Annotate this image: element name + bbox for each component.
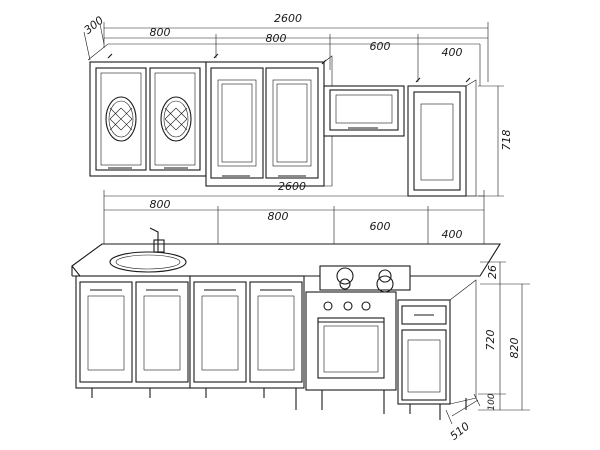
upper-door-4 (265, 67, 319, 179)
dim-overall-height: 820 (508, 338, 521, 359)
lower-cabinet-4 (397, 299, 451, 405)
lower-door-4 (249, 281, 303, 383)
dim-upper-depth: 300 (82, 14, 107, 37)
upper-door-3 (210, 67, 264, 179)
upper-cabinet-4 (407, 85, 467, 197)
dim-upper-seg-4: 400 (442, 46, 463, 59)
dim-upper-seg-2: 800 (266, 32, 287, 45)
upper-cabinet-2 (205, 61, 325, 187)
dim-upper-total: 2600 (274, 12, 302, 25)
dim-upper-seg-1: 800 (150, 26, 171, 39)
lower-door-1 (79, 281, 133, 383)
dim-lower-total: 2600 (278, 180, 306, 193)
sink-icon (109, 251, 187, 273)
dim-cabinet-height: 720 (484, 330, 497, 351)
lower-door-5 (401, 329, 447, 401)
dim-lower-seg-4: 400 (442, 228, 463, 241)
lower-cabinets (71, 227, 501, 420)
lower-door-2 (135, 281, 189, 383)
dim-lower-seg-3: 600 (370, 220, 391, 233)
lower-door-3 (193, 281, 247, 383)
dim-top-thickness: 26 (486, 265, 499, 279)
drawer (401, 305, 447, 325)
legs (91, 388, 467, 420)
dim-lower-seg-1: 800 (150, 198, 171, 211)
oven-icon (305, 291, 397, 391)
lower-cabinet-2 (189, 275, 305, 389)
faucet-icon (149, 227, 159, 252)
upper-cabinet-1 (89, 61, 207, 177)
upper-door-1 (95, 67, 147, 171)
ornament-oval-2 (160, 96, 192, 142)
upper-cabinets (87, 43, 481, 197)
dim-upper-seg-3: 600 (370, 40, 391, 53)
dim-lower-seg-2: 800 (268, 210, 289, 223)
dim-lower-depth: 510 (448, 420, 473, 443)
dim-leg-height: 100 (487, 393, 497, 410)
upper-door-2 (149, 67, 201, 171)
lower-cabinet-1 (75, 275, 191, 389)
ornament-oval-1 (105, 96, 137, 142)
dim-upper-height: 718 (500, 130, 513, 151)
gas-burner-icon (319, 265, 411, 291)
